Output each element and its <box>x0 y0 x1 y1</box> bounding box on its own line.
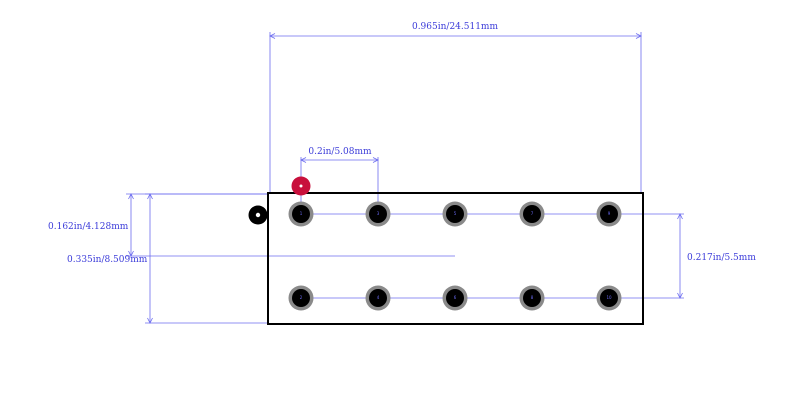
pad-number: 4 <box>377 295 380 300</box>
pad-9: 9 <box>596 201 622 227</box>
pin1-marker-circle <box>248 205 268 225</box>
bottom-row-pads: 2 4 6 8 10 <box>288 285 622 311</box>
pitch-dimension: 0.2in/5.08mm <box>300 147 379 214</box>
pad-number: 10 <box>606 295 612 300</box>
pad-10: 10 <box>596 285 622 311</box>
pad-8: 8 <box>519 285 545 311</box>
pad-5: 5 <box>442 201 468 227</box>
pad-number: 2 <box>300 295 303 300</box>
pin1-origin-dot <box>291 176 311 196</box>
pad-number: 7 <box>531 211 534 216</box>
pin1-offset-dimension: 0.162in/4.128mm <box>48 193 455 257</box>
pad-number: 5 <box>454 211 457 216</box>
component-outline <box>267 192 644 325</box>
overall-height-dimension: 0.335in/8.509mm <box>67 193 268 324</box>
overall-width-dimension: 0.965in/24.511mm <box>269 22 642 192</box>
pad-6: 6 <box>442 285 468 311</box>
top-row-pads: 1 3 5 7 9 <box>288 201 622 227</box>
pad-2: 2 <box>288 285 314 311</box>
pitch-label: 0.2in/5.08mm <box>308 147 372 157</box>
row-spacing-dimension: 0.217in/5.5mm <box>610 213 756 299</box>
overall-height-label: 0.335in/8.509mm <box>67 255 148 265</box>
pad-number: 9 <box>608 211 611 216</box>
row-spacing-label: 0.217in/5.5mm <box>687 253 756 263</box>
pad-number: 1 <box>300 211 303 216</box>
pad-7: 7 <box>519 201 545 227</box>
overall-width-label: 0.965in/24.511mm <box>412 22 498 32</box>
pad-3: 3 <box>365 201 391 227</box>
pad-number: 6 <box>454 295 457 300</box>
pin1-offset-label: 0.162in/4.128mm <box>48 222 129 232</box>
pad-4: 4 <box>365 285 391 311</box>
pad-number: 8 <box>531 295 534 300</box>
pad-1: 1 <box>288 201 314 227</box>
pad-number: 3 <box>377 211 380 216</box>
